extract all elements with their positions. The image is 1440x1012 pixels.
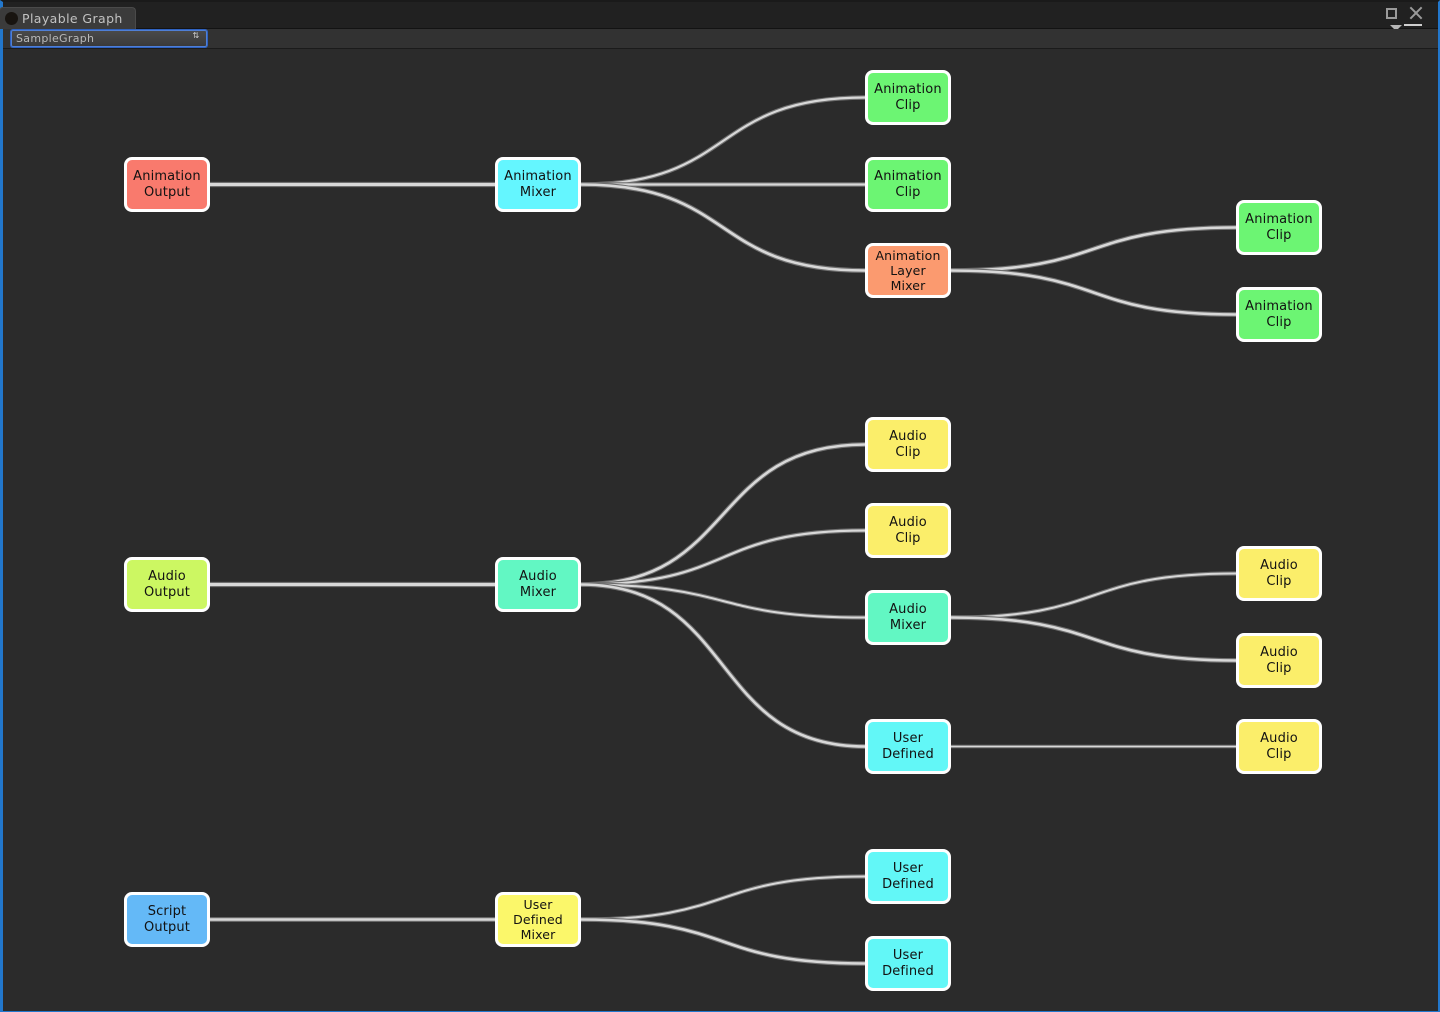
graph-node-label: Audio Clip xyxy=(1260,558,1298,589)
graph-node-audio-clip[interactable]: Audio Clip xyxy=(1236,719,1322,774)
graph-edge xyxy=(949,226,1238,272)
graph-node-label: Audio Output xyxy=(143,569,191,600)
graph-node-label: Audio Mixer xyxy=(519,569,557,600)
graph-selector-value: SampleGraph xyxy=(16,32,95,45)
graph-edge-outline xyxy=(578,582,868,620)
window-tab-bar: Playable Graph xyxy=(0,2,1438,36)
graph-node-label: Audio Clip xyxy=(1260,645,1298,676)
graph-node-label: Script Output xyxy=(143,904,191,935)
graph-edge xyxy=(579,183,867,272)
graph-node-user-defined-mixer[interactable]: User Defined Mixer xyxy=(495,892,581,947)
graph-node-label: User Defined Mixer xyxy=(513,897,563,942)
graph-node-animation-layer-mixer[interactable]: Animation Layer Mixer xyxy=(865,243,951,298)
graph-node-audio-clip[interactable]: Audio Clip xyxy=(865,503,951,558)
graph-edge xyxy=(579,443,867,586)
graph-node-audio-clip[interactable]: Audio Clip xyxy=(1236,633,1322,688)
graph-node-animation-clip[interactable]: Animation Clip xyxy=(1236,200,1322,255)
graph-edges xyxy=(207,95,1239,966)
tab-label: Playable Graph xyxy=(22,11,123,26)
graph-node-audio-output[interactable]: Audio Output xyxy=(124,557,210,612)
graph-node-label: Animation Clip xyxy=(1245,212,1313,243)
graph-node-animation-clip[interactable]: Animation Clip xyxy=(865,70,951,125)
graph-node-user-defined[interactable]: User Defined xyxy=(865,849,951,904)
graph-edge xyxy=(579,96,867,186)
graph-edge xyxy=(949,269,1238,316)
graph-node-label: Animation Clip xyxy=(1245,299,1313,330)
graph-node-audio-clip[interactable]: Audio Clip xyxy=(865,417,951,472)
graph-node-audio-mixer[interactable]: Audio Mixer xyxy=(495,557,581,612)
close-icon[interactable] xyxy=(1408,6,1423,21)
graph-window-icon xyxy=(5,12,18,25)
graph-edge xyxy=(580,583,866,619)
graph-node-animation-output[interactable]: Animation Output xyxy=(124,157,210,212)
graph-node-label: Animation Mixer xyxy=(504,169,572,200)
graph-node-label: Animation Layer Mixer xyxy=(875,248,941,293)
graph-selector-dropdown[interactable]: SampleGraph ⇅ xyxy=(11,30,207,47)
graph-node-label: User Defined xyxy=(882,861,934,892)
graph-node-animation-clip[interactable]: Animation Clip xyxy=(1236,287,1322,342)
graph-edge-outline xyxy=(948,615,1239,663)
graph-node-label: Audio Clip xyxy=(889,429,927,460)
graph-toolbar: SampleGraph ⇅ xyxy=(3,29,1438,49)
graph-node-animation-clip[interactable]: Animation Clip xyxy=(865,157,951,212)
graph-node-audio-clip[interactable]: Audio Clip xyxy=(1236,546,1322,601)
graph-node-user-defined[interactable]: User Defined xyxy=(865,719,951,774)
chevron-updown-icon: ⇅ xyxy=(192,31,200,40)
graph-node-label: User Defined xyxy=(882,731,934,762)
graph-edge-outline xyxy=(578,874,868,922)
graph-edge-outline xyxy=(578,442,868,587)
graph-node-label: User Defined xyxy=(882,948,934,979)
filter-funnel-icon[interactable] xyxy=(1390,25,1402,31)
graph-edge xyxy=(579,529,867,586)
graph-node-script-output[interactable]: Script Output xyxy=(124,892,210,947)
graph-edge-outline xyxy=(578,582,868,749)
graph-node-user-defined[interactable]: User Defined xyxy=(865,936,951,991)
graph-edge xyxy=(949,616,1238,662)
graph-node-label: Animation Clip xyxy=(874,82,942,113)
graph-edge xyxy=(950,572,1237,619)
graph-edge-outline xyxy=(578,917,868,966)
graph-node-label: Animation Output xyxy=(133,169,201,200)
maximize-icon[interactable] xyxy=(1386,8,1397,19)
graph-edge-outline xyxy=(578,182,868,273)
graph-node-label: Audio Clip xyxy=(1260,731,1298,762)
graph-edge xyxy=(580,875,866,921)
graph-node-label: Audio Clip xyxy=(889,515,927,546)
graph-edge-outline xyxy=(578,95,868,187)
graph-edge-outline xyxy=(948,571,1239,620)
graph-node-animation-mixer[interactable]: Animation Mixer xyxy=(495,157,581,212)
graph-edge-outline xyxy=(948,225,1239,273)
graph-edge-outline xyxy=(948,268,1239,317)
graph-node-label: Audio Mixer xyxy=(889,602,927,633)
graph-edge-outline xyxy=(578,528,868,587)
graph-edge xyxy=(579,918,867,965)
graph-node-label: Animation Clip xyxy=(874,169,942,200)
graph-edge xyxy=(579,583,867,748)
graph-node-audio-mixer[interactable]: Audio Mixer xyxy=(865,590,951,645)
tab-playable-graph[interactable]: Playable Graph xyxy=(0,7,136,29)
